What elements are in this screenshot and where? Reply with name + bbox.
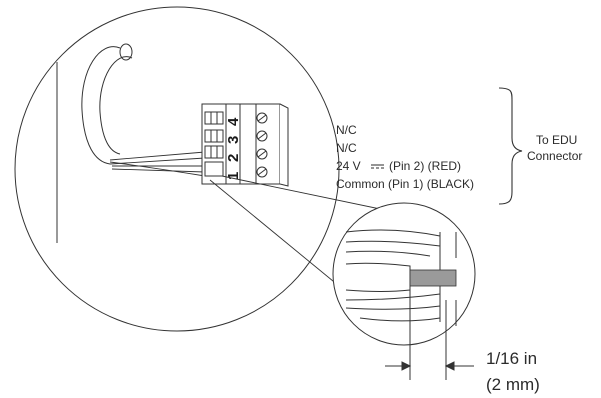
pin-number-1: 1 — [225, 172, 242, 180]
dimension-lines — [385, 290, 474, 380]
cable — [81, 43, 133, 165]
label-pin2-24v-suffix: (Pin 2) (RED) — [389, 159, 461, 173]
pin-number-3: 3 — [225, 136, 242, 144]
curly-brace — [498, 87, 523, 205]
dc-symbol-icon — [371, 164, 384, 169]
connector-label: Connector — [527, 149, 582, 163]
main-detail-circle — [14, 6, 340, 332]
strip-length-imperial: 1/16 in — [486, 349, 537, 368]
label-pin3-nc: N/C — [336, 141, 357, 155]
pin-number-4: 4 — [225, 117, 242, 126]
label-pin1-common: Common (Pin 1) (BLACK) — [336, 177, 474, 191]
label-pin2-24v-prefix: 24 V — [336, 159, 361, 173]
strip-length-metric: (2 mm) — [486, 375, 540, 394]
terminal-block — [201, 103, 289, 187]
wires — [109, 151, 206, 177]
to-edu-label: To EDU — [536, 133, 577, 147]
label-pin4-nc: N/C — [336, 123, 357, 137]
pin-number-2: 2 — [225, 154, 242, 162]
exposed-conductor — [409, 269, 457, 287]
